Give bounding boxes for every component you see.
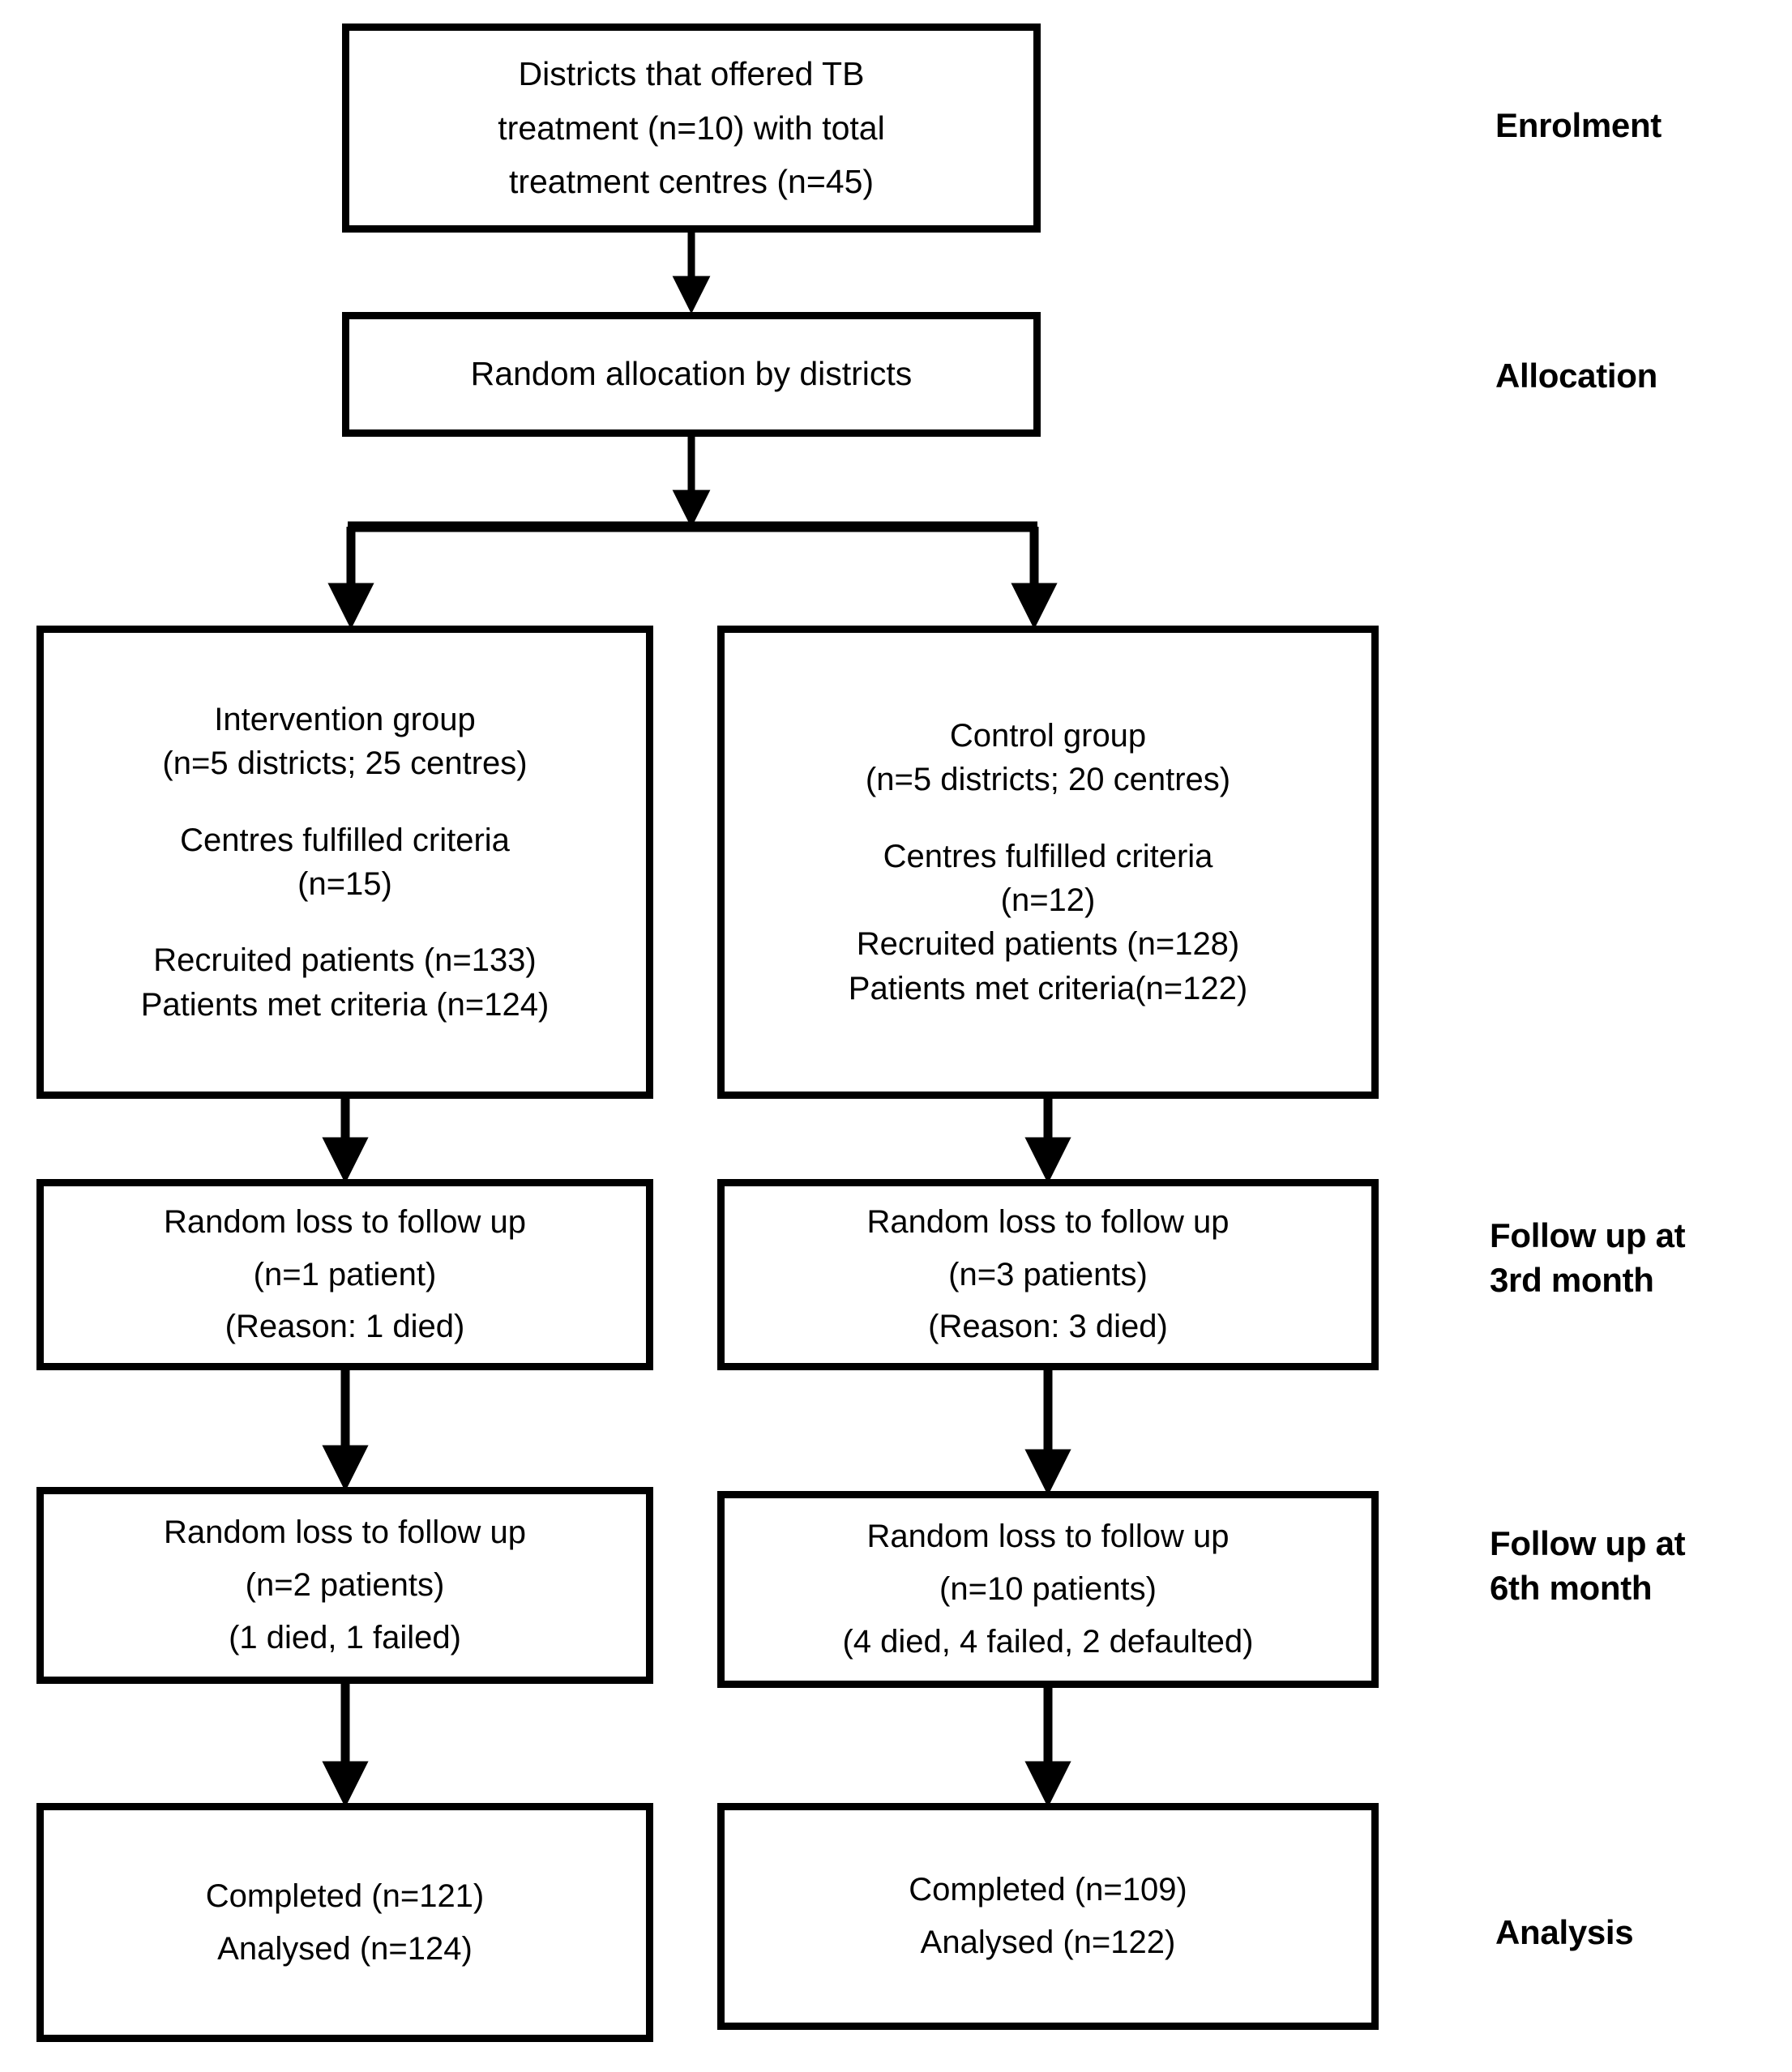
control-line-6: Patients met criteria(n=122) [848, 970, 1248, 1006]
control-line-2: (n=5 districts; 20 centres) [865, 762, 1231, 798]
enrolment-line-3: treatment centres (n=45) [508, 163, 875, 201]
control-analysis-box: Completed (n=109) Analysed (n=122) [717, 1803, 1379, 2030]
loss6-right-line-3: (4 died, 4 failed, 2 defaulted) [842, 1623, 1254, 1660]
intervention-line-5: Recruited patients (n=133) [153, 942, 537, 979]
loss3-right-line-2: (n=3 patients) [948, 1256, 1148, 1292]
analysis-left-line-2: Analysed (n=124) [217, 1930, 473, 1967]
enrolment-box: Districts that offered TB treatment (n=1… [342, 23, 1041, 233]
intervention-loss-6th-month-box: Random loss to follow up (n=2 patients) … [36, 1487, 653, 1684]
intervention-loss-3rd-month-box: Random loss to follow up (n=1 patient) (… [36, 1179, 653, 1370]
intervention-line-1: Intervention group [214, 701, 476, 737]
control-line-1: Control group [949, 717, 1147, 754]
loss6-right-line-1: Random loss to follow up [866, 1519, 1230, 1555]
control-loss-3rd-month-box: Random loss to follow up (n=3 patients) … [717, 1179, 1379, 1370]
intervention-line-4: (n=15) [297, 866, 392, 902]
intervention-line-6: Patients met criteria (n=124) [140, 986, 550, 1023]
loss6-left-line-1: Random loss to follow up [164, 1514, 526, 1551]
analysis-left-line-1: Completed (n=121) [205, 1878, 485, 1914]
stage-label-follow-up-6th-month: Follow up at 6th month [1490, 1524, 1686, 1607]
loss6-left-line-2: (n=2 patients) [245, 1567, 445, 1604]
intervention-line-2: (n=5 districts; 25 centres) [162, 745, 528, 782]
connector-allocation-to-split [327, 437, 1058, 630]
intervention-line-3: Centres fulfilled criteria [180, 822, 510, 858]
loss6-right-line-2: (n=10 patients) [939, 1571, 1157, 1608]
loss6-left-line-3: (1 died, 1 failed) [229, 1619, 461, 1655]
loss3-left-line-3: (Reason: 1 died) [225, 1309, 465, 1345]
control-line-4: (n=12) [1000, 882, 1096, 918]
stage-label-analysis: Analysis [1495, 1913, 1634, 1951]
allocation-line-1: Random allocation by districts [470, 355, 913, 393]
stage-label-enrolment: Enrolment [1495, 106, 1662, 144]
analysis-right-line-1: Completed (n=109) [909, 1872, 1187, 1908]
loss3-right-line-3: (Reason: 3 died) [928, 1309, 1168, 1345]
control-group-box: Control group (n=5 districts; 20 centres… [717, 626, 1379, 1099]
intervention-group-box: Intervention group (n=5 districts; 25 ce… [36, 626, 653, 1099]
control-line-3: Centres fulfilled criteria [883, 838, 1213, 874]
allocation-box: Random allocation by districts [342, 312, 1041, 437]
loss3-left-line-2: (n=1 patient) [253, 1256, 437, 1292]
control-line-5: Recruited patients (n=128) [856, 926, 1240, 963]
loss3-right-line-1: Random loss to follow up [866, 1203, 1230, 1240]
control-loss-6th-month-box: Random loss to follow up (n=10 patients)… [717, 1491, 1379, 1688]
stage-label-follow-up-3rd-month: Follow up at 3rd month [1490, 1216, 1686, 1299]
enrolment-line-2: treatment (n=10) with total [498, 109, 885, 147]
loss3-left-line-1: Random loss to follow up [164, 1203, 526, 1240]
stage-label-allocation: Allocation [1495, 357, 1658, 395]
analysis-right-line-2: Analysed (n=122) [920, 1925, 1176, 1960]
intervention-analysis-box: Completed (n=121) Analysed (n=124) [36, 1803, 653, 2042]
enrolment-line-1: Districts that offered TB [518, 55, 865, 93]
